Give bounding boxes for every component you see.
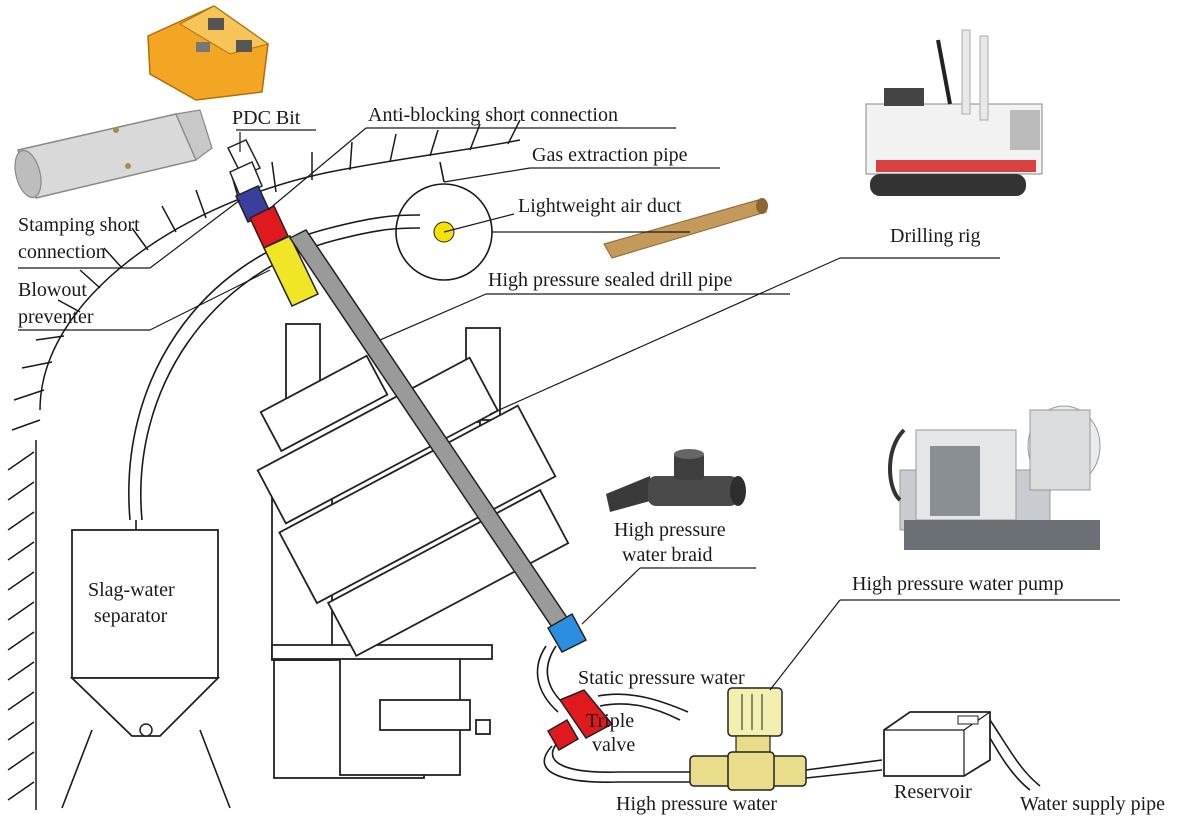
label-separator-2: separator bbox=[94, 605, 168, 627]
label-supply-pipe: Water supply pipe bbox=[1020, 793, 1165, 815]
label-pdc-bit: PDC Bit bbox=[232, 107, 301, 129]
pdc-bit-photo bbox=[147, 5, 270, 101]
label-reservoir: Reservoir bbox=[894, 781, 972, 803]
triple-valve bbox=[546, 689, 614, 752]
label-stamping-2: connection bbox=[18, 241, 106, 263]
label-blowout-1: Blowout bbox=[18, 279, 87, 301]
label-triple-1: Triple bbox=[586, 710, 634, 732]
slag-water-separator bbox=[61, 520, 231, 809]
label-anti-blocking: Anti-blocking short connection bbox=[368, 104, 618, 126]
label-hp-water: High pressure water bbox=[616, 793, 777, 815]
label-blowout-2: preventer bbox=[18, 306, 94, 328]
label-air-duct: Lightweight air duct bbox=[518, 195, 682, 217]
label-braid-2: water braid bbox=[622, 544, 713, 566]
label-gas-extraction: Gas extraction pipe bbox=[532, 144, 688, 166]
drilling-rig-outline bbox=[256, 323, 570, 779]
leader-lines bbox=[18, 127, 1120, 691]
gas-extraction-pipe-section bbox=[395, 161, 493, 281]
label-stamping-1: Stamping short bbox=[18, 214, 140, 236]
blowout-preventer bbox=[262, 235, 320, 307]
left-wall-hatching bbox=[7, 451, 35, 801]
drilling-rig-photo bbox=[865, 29, 1043, 196]
air-duct-tube bbox=[128, 214, 421, 521]
hp-water-pipe-fitting bbox=[689, 687, 807, 791]
anti-blocking-short-connection bbox=[249, 204, 289, 250]
label-braid-1: High pressure bbox=[614, 519, 726, 541]
label-static-water: Static pressure water bbox=[578, 667, 745, 689]
label-separator-1: Slag-water bbox=[88, 579, 175, 601]
label-pump: High pressure water pump bbox=[852, 573, 1064, 595]
stamping-connection-photo bbox=[14, 109, 213, 199]
reservoir bbox=[883, 711, 991, 777]
labels: PDC Bit Anti-blocking short connection G… bbox=[18, 104, 1165, 815]
label-triple-2: valve bbox=[592, 734, 635, 756]
drill-string bbox=[226, 139, 588, 653]
water-braid-photo bbox=[606, 449, 746, 512]
water-pump-photo bbox=[888, 405, 1101, 550]
water-braid-connector bbox=[546, 612, 588, 653]
pump-motor bbox=[727, 687, 783, 737]
air-duct-photo bbox=[603, 198, 768, 259]
label-drilling-rig: Drilling rig bbox=[890, 225, 981, 247]
label-drill-pipe: High pressure sealed drill pipe bbox=[488, 269, 732, 291]
